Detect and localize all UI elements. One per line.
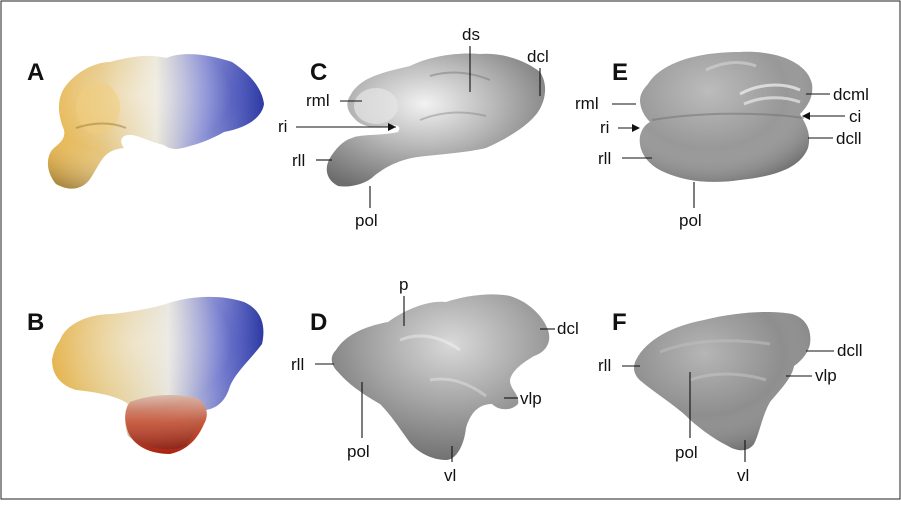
label-e-pol: pol: [679, 211, 702, 230]
panel-letter-c: C: [310, 59, 327, 86]
label-c-pol: pol: [355, 211, 378, 230]
panel-letter-d: D: [310, 309, 327, 336]
label-e-ci: ci: [849, 107, 861, 126]
label-c-ri: ri: [278, 117, 287, 136]
label-d-dcl: dcl: [557, 319, 579, 338]
panel-letter-b: B: [27, 309, 44, 336]
label-d-pol: pol: [347, 442, 370, 461]
label-e-rml: rml: [575, 94, 599, 113]
label-group-f: rll dcll vlp pol vl: [598, 341, 863, 485]
panel-letter-e: E: [612, 59, 628, 86]
label-c-dcl: dcl: [527, 47, 549, 66]
brain-shape-b: [52, 296, 264, 454]
arrowhead-e-ri: [632, 124, 640, 132]
brain-shape-f: [634, 312, 811, 451]
label-f-vlp: vlp: [815, 366, 837, 385]
label-f-dcll: dcll: [837, 341, 863, 360]
label-d-vl: vl: [444, 466, 456, 485]
brain-shape-a: [47, 54, 265, 189]
label-d-vlp: vlp: [520, 389, 542, 408]
brain-shape-d: [331, 294, 550, 460]
label-f-pol: pol: [675, 443, 698, 462]
panel-c: C ds dcl rml ri rll pol: [278, 25, 549, 230]
label-c-rll: rll: [292, 151, 305, 170]
panel-b: B: [27, 296, 264, 454]
panel-a: A: [27, 54, 265, 189]
brain-shape-e: [639, 51, 813, 182]
label-f-vl: vl: [737, 466, 749, 485]
label-e-ri: ri: [600, 118, 609, 137]
panel-d: D p dcl rll vlp pol vl: [291, 275, 579, 485]
label-d-rll: rll: [291, 355, 304, 374]
label-group-c: ds dcl rml ri rll pol: [278, 25, 549, 230]
label-e-dcml: dcml: [833, 85, 869, 104]
arrowhead-e-ci: [802, 112, 810, 120]
label-group-d: p dcl rll vlp pol vl: [291, 275, 579, 485]
panel-e: E rml ri rll pol dcml ci dcll: [575, 51, 869, 230]
label-c-rml: rml: [306, 91, 330, 110]
label-e-dcll: dcll: [836, 129, 862, 148]
label-c-ds: ds: [462, 25, 480, 44]
label-e-rll: rll: [598, 149, 611, 168]
panel-letter-a: A: [27, 59, 44, 86]
panel-f: F rll dcll vlp pol vl: [598, 309, 863, 485]
panel-letter-f: F: [612, 309, 627, 336]
label-d-p: p: [399, 275, 408, 294]
brain-shape-c: [326, 53, 546, 187]
label-group-e: rml ri rll pol dcml ci dcll: [575, 85, 869, 230]
label-f-rll: rll: [598, 356, 611, 375]
arrowhead-c-ri: [388, 123, 396, 131]
